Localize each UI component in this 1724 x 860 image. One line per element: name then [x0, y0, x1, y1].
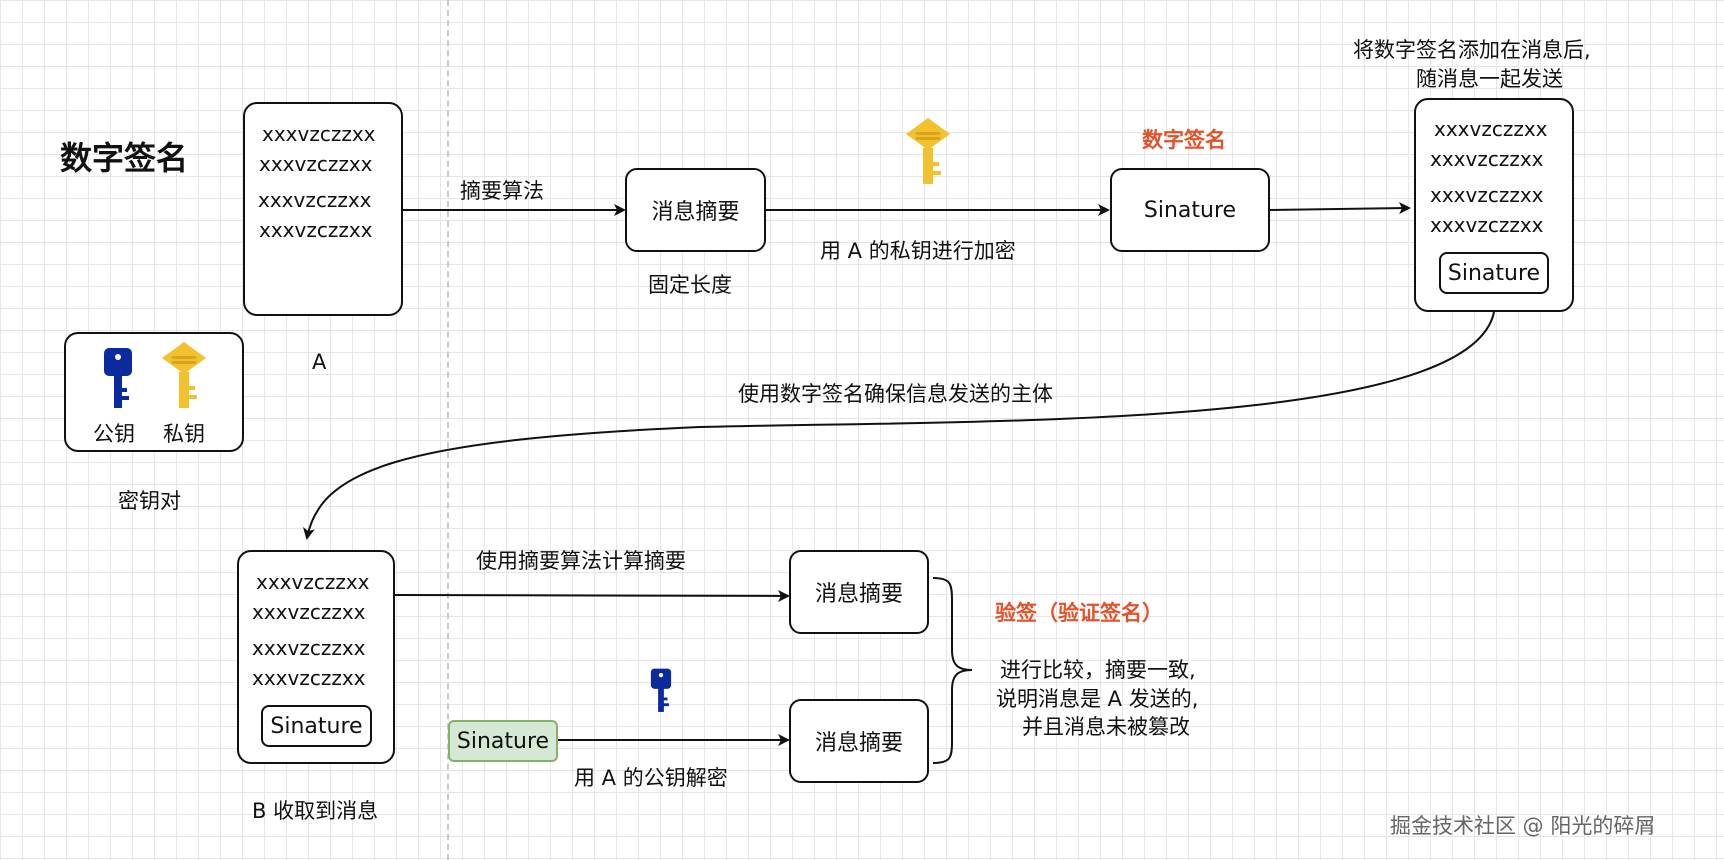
receiver-line: xxxvzczzxx	[252, 666, 366, 690]
arrow-attach	[1269, 202, 1411, 215]
private-key-icon	[162, 342, 206, 408]
digest-node-computed: 消息摘要	[789, 550, 929, 634]
verify-title: 验签（验证签名）	[995, 601, 1163, 625]
receiver-line: xxxvzczzxx	[252, 636, 366, 660]
key-pair-caption: 密钥对	[118, 489, 181, 513]
signed-line: xxxvzczzxx	[1430, 213, 1544, 237]
receiver-line: xxxvzczzxx	[256, 570, 370, 594]
signed-line: xxxvzczzxx	[1430, 183, 1544, 207]
verify-line3: 并且消息未被篡改	[1022, 715, 1190, 739]
edge-label-compute: 使用摘要算法计算摘要	[476, 549, 686, 573]
public-key-icon	[650, 668, 672, 712]
signature-node-detached: Sinature	[448, 720, 558, 762]
edge-label-decrypt: 用 A 的公钥解密	[574, 766, 728, 790]
sender-message-box	[243, 102, 403, 316]
private-key-icon	[906, 118, 950, 184]
public-key-label: 公钥	[93, 422, 135, 446]
arrow-compute	[394, 589, 790, 602]
signed-message-signature: Sinature	[1439, 252, 1549, 294]
compare-brace	[932, 577, 973, 764]
sender-line: xxxvzczzxx	[259, 218, 373, 242]
page-title: 数字签名	[60, 139, 189, 177]
verify-line1: 进行比较，摘要一致,	[1000, 658, 1196, 682]
digest-caption-top: 固定长度	[648, 273, 732, 297]
sender-line: xxxvzczzxx	[262, 122, 376, 146]
key-pair-legend	[64, 332, 244, 452]
sender-caption: A	[312, 350, 327, 374]
signed-line: xxxvzczzxx	[1430, 147, 1544, 171]
private-key-label: 私钥	[163, 422, 205, 446]
divider-dashed-line	[447, 0, 449, 860]
signature-caption: 数字签名	[1142, 128, 1226, 152]
sender-line: xxxvzczzxx	[258, 188, 372, 212]
attach-note-line2: 随消息一起发送	[1416, 67, 1563, 91]
receiver-signature: Sinature	[261, 705, 372, 747]
receiver-caption: B 收取到消息	[252, 799, 379, 823]
edge-label-encrypt: 用 A 的私钥进行加密	[820, 239, 1016, 263]
signature-node-top: Sinature	[1110, 168, 1270, 252]
arrow-transfer	[302, 311, 1495, 540]
receiver-line: xxxvzczzxx	[252, 600, 366, 624]
edge-label-hash: 摘要算法	[460, 179, 544, 203]
sender-line: xxxvzczzxx	[259, 152, 373, 176]
attach-note-line1: 将数字签名添加在消息后,	[1353, 38, 1591, 62]
public-key-icon	[104, 348, 132, 408]
digest-node-top: 消息摘要	[625, 168, 766, 252]
signed-line: xxxvzczzxx	[1434, 117, 1548, 141]
digest-node-decrypted: 消息摘要	[789, 699, 929, 783]
transfer-label: 使用数字签名确保信息发送的主体	[738, 382, 1053, 406]
watermark: 掘金技术社区 @ 阳光的碎屑	[1390, 814, 1656, 838]
verify-line2: 说明消息是 A 发送的,	[996, 687, 1199, 711]
